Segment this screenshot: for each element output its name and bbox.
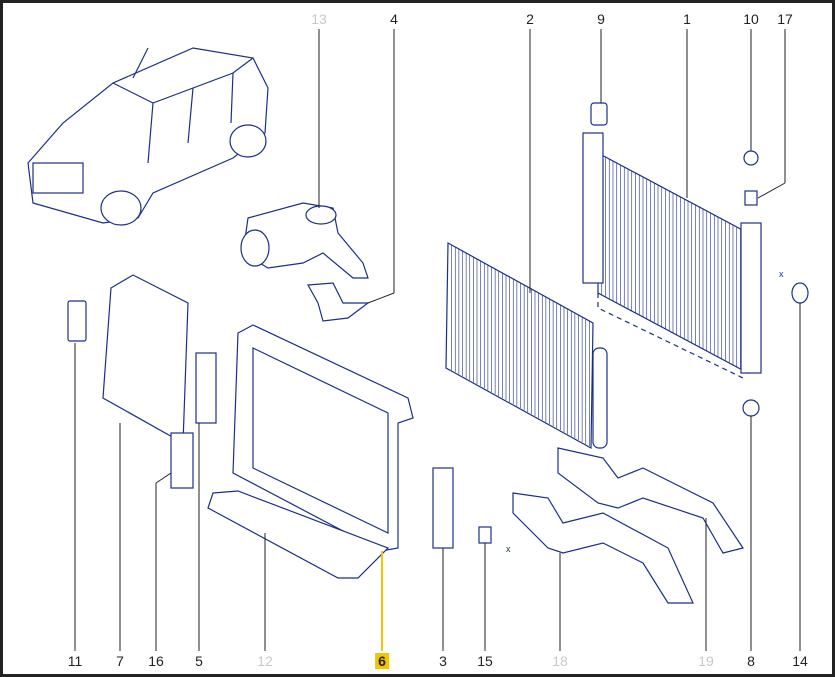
part-4-bracket <box>307 282 370 322</box>
part-16-bracket <box>170 432 194 489</box>
part-5-bracket <box>195 352 217 424</box>
callout-label[interactable]: 15 <box>477 653 493 669</box>
leader-lines <box>74 29 801 651</box>
part-14-grommet <box>791 282 809 304</box>
callout-label[interactable]: 2 <box>526 11 534 27</box>
part-3-bracket <box>432 467 454 549</box>
callout-label[interactable]: 17 <box>777 11 793 27</box>
part-7-deflector <box>102 274 189 445</box>
part-11-clip <box>67 300 87 342</box>
callout-label[interactable]: 19 <box>698 653 714 669</box>
part-2-condenser <box>445 241 608 450</box>
callout-label[interactable]: 3 <box>439 653 447 669</box>
axis-mark: x <box>779 269 784 279</box>
part-18-duct <box>512 492 694 604</box>
part-15-clip <box>478 526 492 544</box>
callout-label[interactable]: 9 <box>597 11 605 27</box>
callout-label[interactable]: 11 <box>67 653 83 669</box>
part-9-clip <box>590 102 608 126</box>
callout-label[interactable]: 13 <box>311 11 327 27</box>
part-19-duct <box>557 447 744 554</box>
callout-label[interactable]: 8 <box>747 653 755 669</box>
callout-label[interactable]: 10 <box>743 11 759 27</box>
callout-label[interactable]: 16 <box>148 653 164 669</box>
callout-label[interactable]: 1 <box>683 11 691 27</box>
axis-mark: x <box>506 544 511 554</box>
part-17-nut <box>744 190 758 206</box>
part-1-radiator <box>582 132 762 379</box>
callout-label[interactable]: 14 <box>792 653 808 669</box>
part-6-radiator-frame <box>232 324 414 552</box>
callout-label[interactable]: 4 <box>390 11 398 27</box>
diagram-drawing: x x <box>27 29 809 651</box>
part-13-air-intake <box>240 202 369 279</box>
callout-label[interactable]: 18 <box>552 653 568 669</box>
part-10-fastener <box>743 150 759 166</box>
callout-label-selected[interactable]: 6 <box>375 653 389 669</box>
vehicle-illustration <box>27 47 269 226</box>
callout-label[interactable]: 12 <box>257 653 273 669</box>
part-12-lower-shield <box>207 490 390 579</box>
part-8-mount <box>742 399 760 417</box>
callout-label[interactable]: 7 <box>116 653 124 669</box>
callout-label[interactable]: 5 <box>195 653 203 669</box>
